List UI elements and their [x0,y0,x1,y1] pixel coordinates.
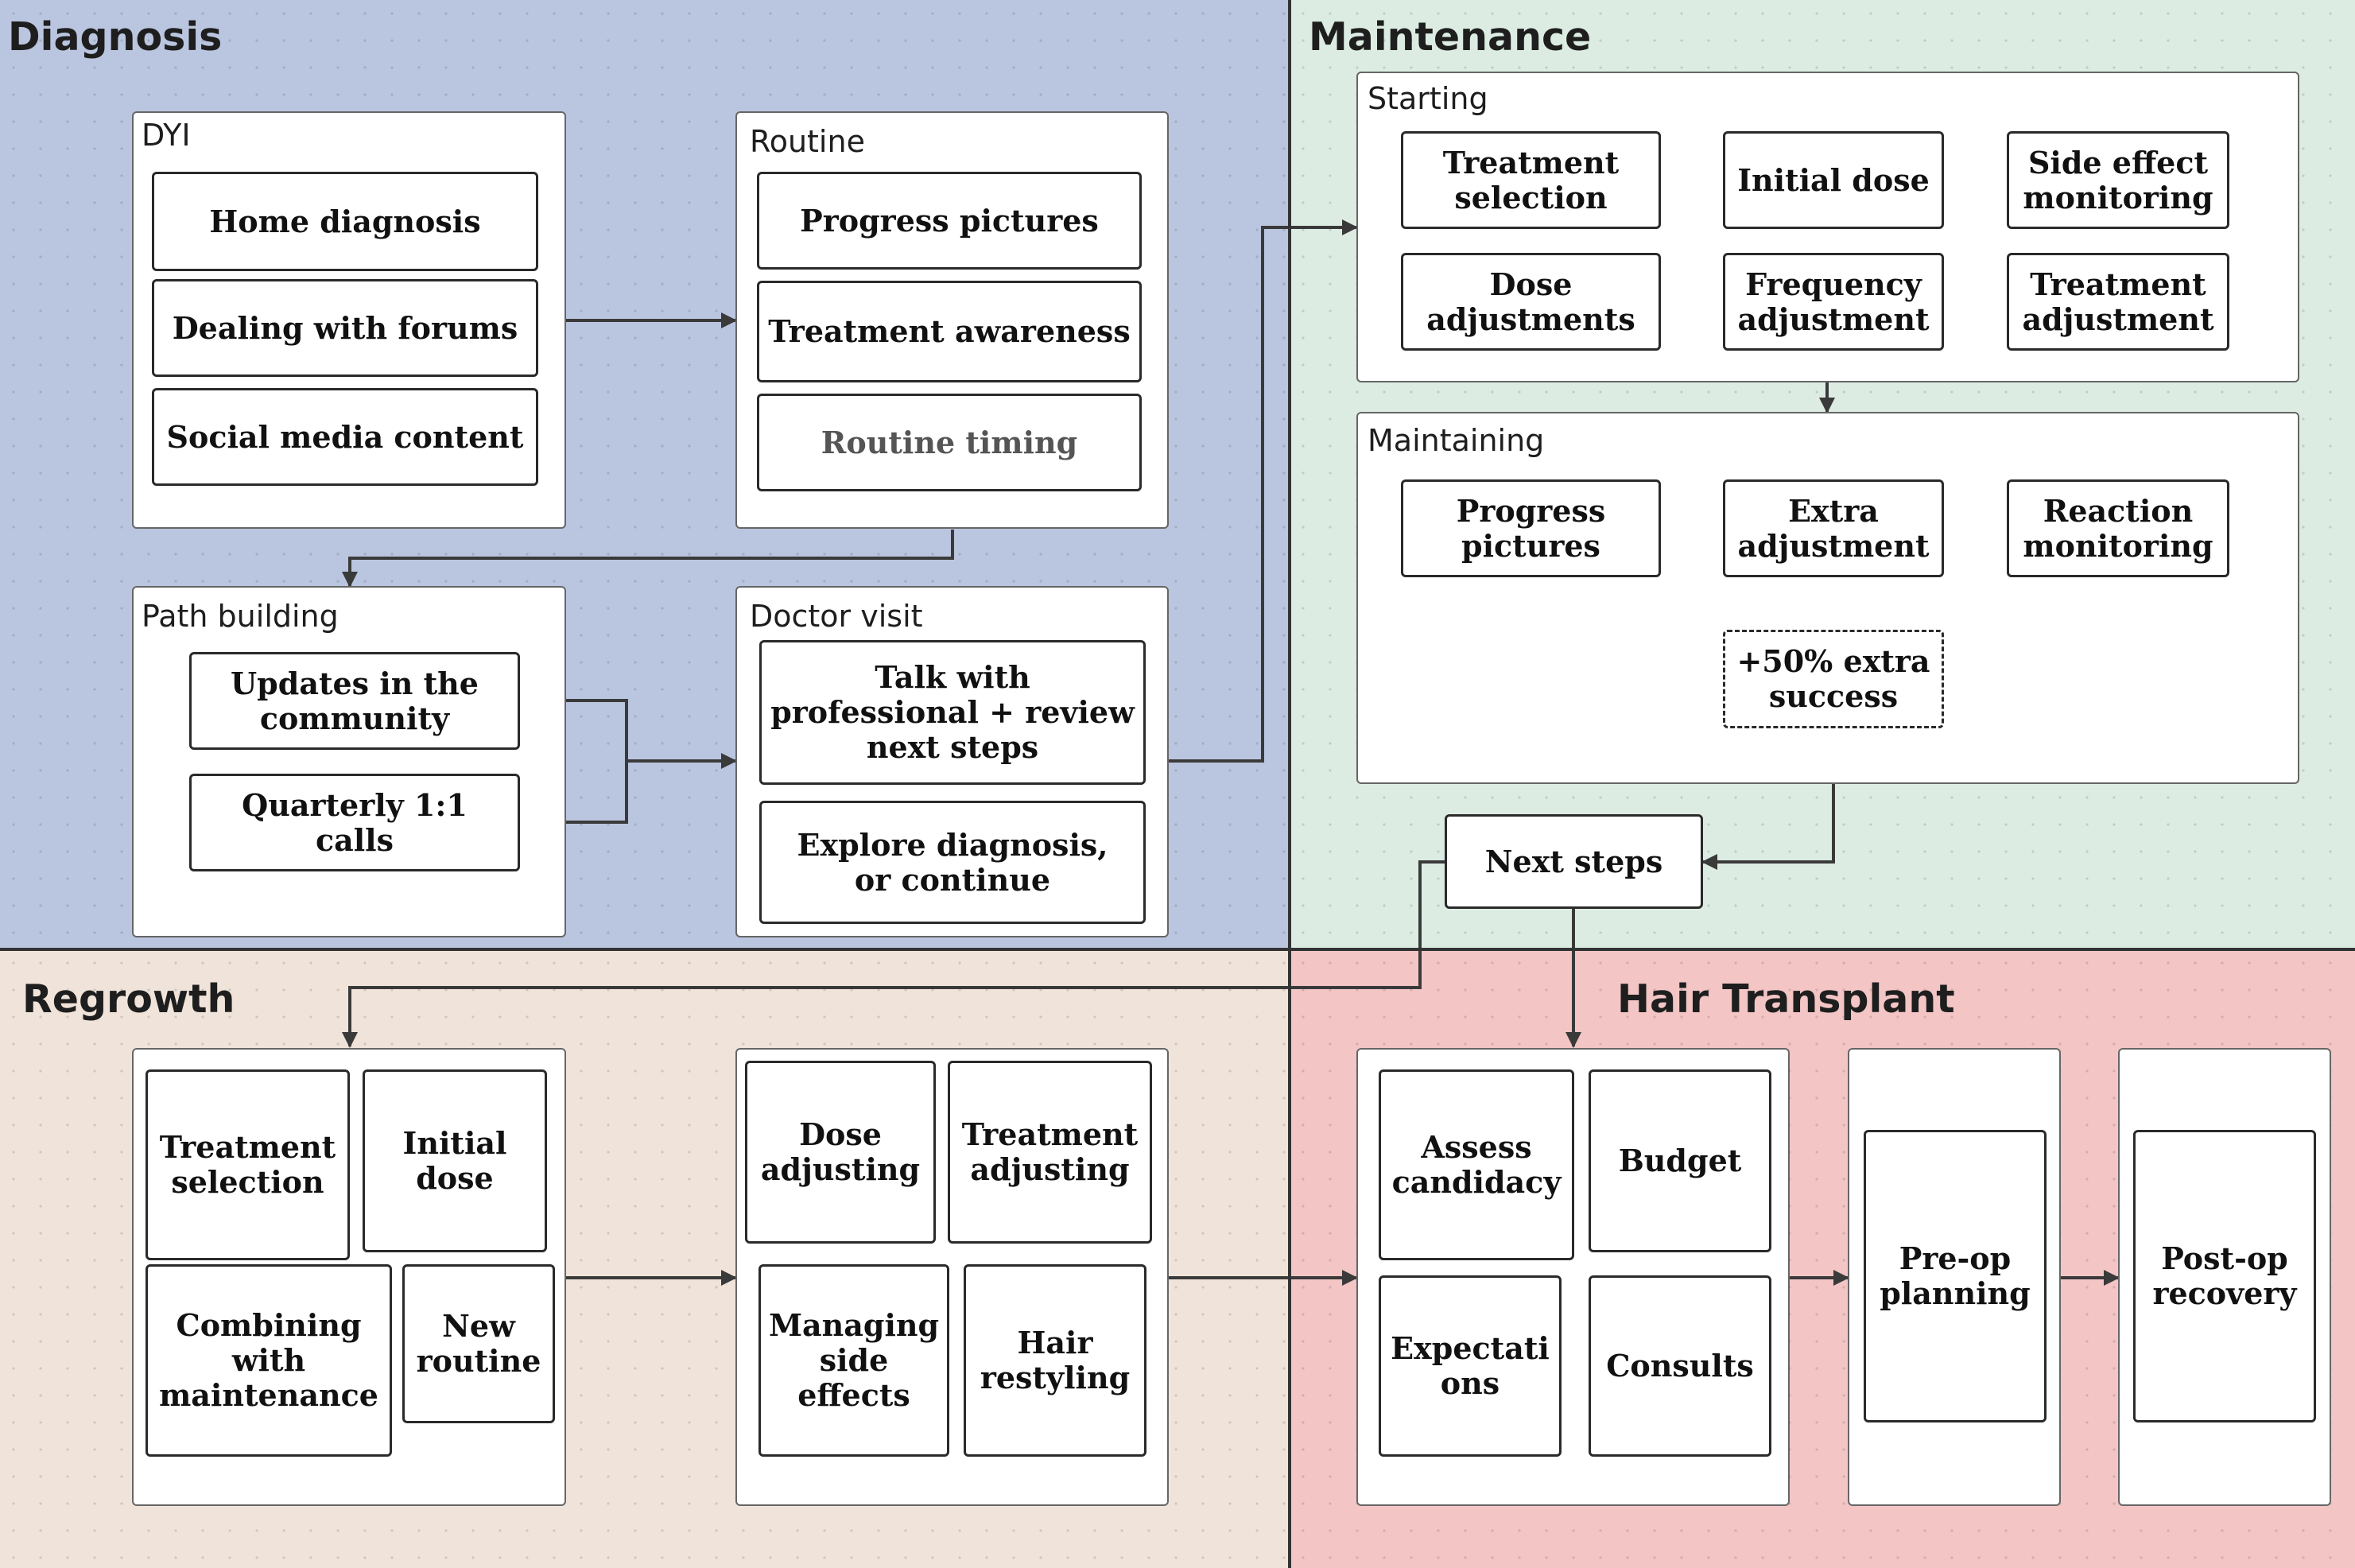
assess-candidacy-node[interactable]: Assess candidacy [1379,1069,1574,1260]
reaction-monitoring-node[interactable]: Reaction monitoring [2007,479,2229,577]
maintaining-progress-pictures-node[interactable]: Progress pictures [1401,479,1661,577]
extra-success-node[interactable]: +50% extra success [1723,630,1944,728]
hair-transplant-title: Hair Transplant [1617,976,1955,1022]
treatment-adjusting-node[interactable]: Treatment adjusting [948,1061,1152,1244]
dealing-with-forums-node[interactable]: Dealing with forums [152,279,538,377]
treatment-awareness-node[interactable]: Treatment awareness [757,281,1142,382]
hair-restyling-node[interactable]: Hair restyling [964,1264,1146,1457]
frequency-adjustment-node[interactable]: Frequency adjustment [1723,253,1944,351]
dyi-group-title: DYI [142,118,191,153]
path-building-group-title: Path building [142,599,339,634]
talk-with-professional-node[interactable]: Talk with professional + review next ste… [759,640,1146,785]
treatment-selection-node[interactable]: Treatment selection [1401,131,1661,229]
next-steps-node[interactable]: Next steps [1445,814,1703,909]
quarterly-calls-node[interactable]: Quarterly 1:1 calls [189,774,520,871]
maintenance-title: Maintenance [1309,14,1592,60]
regrowth-treatment-selection-node[interactable]: Treatment selection [145,1069,350,1260]
doctor-visit-group-title: Doctor visit [750,599,923,634]
arrow-next-steps-to-regrowth [342,860,1445,1048]
starting-group-title: Starting [1368,81,1488,116]
arrow-doctor-visit-to-starting [1169,219,1358,763]
updates-in-community-node[interactable]: Updates in the community [189,652,520,750]
new-routine-node[interactable]: New routine [402,1264,555,1423]
explore-diagnosis-node[interactable]: Explore diagnosis, or continue [759,801,1146,924]
horizontal-divider [0,948,2355,951]
routine-group-title: Routine [750,124,865,159]
arrow-path-building-to-doctor-visit [518,699,735,824]
expectations-node[interactable]: Expectati ons [1379,1275,1562,1457]
dose-adjustments-node[interactable]: Dose adjustments [1401,253,1661,351]
postop-recovery-node[interactable]: Post-op recovery [2133,1130,2316,1422]
social-media-content-node[interactable]: Social media content [152,388,538,486]
initial-dose-node[interactable]: Initial dose [1723,131,1944,229]
combining-with-maintenance-node[interactable]: Combining with maintenance [145,1264,392,1457]
budget-node[interactable]: Budget [1589,1069,1771,1252]
diagnosis-title: Diagnosis [8,14,223,60]
vertical-divider [1288,0,1291,1568]
path-building-group: Path building [132,586,566,937]
regrowth-title: Regrowth [22,976,235,1022]
arrow-routine-to-path-building [342,530,954,588]
progress-pictures-node[interactable]: Progress pictures [757,172,1142,270]
dose-adjusting-node[interactable]: Dose adjusting [745,1061,936,1244]
regrowth-initial-dose-node[interactable]: Initial dose [363,1069,547,1252]
treatment-adjustment-node[interactable]: Treatment adjustment [2007,253,2229,351]
routine-timing-node[interactable]: Routine timing [757,394,1142,491]
consults-node[interactable]: Consults [1589,1275,1771,1457]
maintaining-group-title: Maintaining [1368,423,1545,458]
extra-adjustment-node[interactable]: Extra adjustment [1723,479,1944,577]
side-effect-monitoring-node[interactable]: Side effect monitoring [2007,131,2229,229]
home-diagnosis-node[interactable]: Home diagnosis [152,172,538,271]
managing-side-effects-node[interactable]: Managing side effects [758,1264,949,1457]
preop-planning-node[interactable]: Pre-op planning [1864,1130,2047,1422]
